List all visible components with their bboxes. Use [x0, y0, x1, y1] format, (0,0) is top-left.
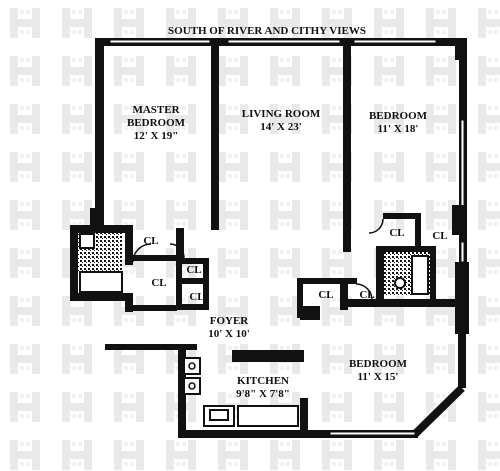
door-swings: [132, 218, 384, 301]
bedroom-east-size: 11' X 18': [378, 123, 419, 135]
foyer-size: 10' X 10': [208, 328, 250, 340]
kitchen-size: 9'8" X 7'8": [236, 388, 290, 400]
master-bedroom-name-line1: MASTER: [132, 104, 180, 116]
bedroom-south-size: 11' X 15': [358, 371, 399, 383]
closet-label: CL: [359, 289, 374, 301]
room-living-room: LIVING ROOM 14' X 23': [242, 108, 321, 133]
closet-label: CL: [432, 230, 447, 242]
closet-labels: CL CL CL CL CL CL CL CL: [143, 227, 447, 303]
closet-label: CL: [143, 235, 158, 247]
views-header: SOUTH OF RIVER AND CITHY VIEWS: [168, 25, 366, 37]
room-kitchen: KITCHEN 9'8" X 7'8": [236, 375, 290, 400]
living-room-name: LIVING ROOM: [242, 108, 321, 120]
closet-label: CL: [389, 227, 404, 239]
bedroom-east-name: BEDROOM: [369, 110, 428, 122]
room-bedroom-east: BEDROOM 11' X 18': [369, 110, 428, 135]
room-bedroom-south: BEDROOM 11' X 15': [349, 358, 408, 383]
bathroom-east: [384, 252, 430, 296]
kitchen-fixtures: [183, 357, 299, 427]
bedroom-south-name: BEDROOM: [349, 358, 408, 370]
master-bedroom-size: 12' X 19": [134, 130, 179, 142]
walls: [70, 38, 469, 438]
master-bedroom-name-line2: BEDROOM: [127, 117, 186, 129]
closet-label: CL: [318, 289, 333, 301]
bathroom-west: [78, 233, 123, 293]
closet-label: CL: [189, 291, 204, 303]
living-room-size: 14' X 23': [260, 121, 302, 133]
closet-label: CL: [151, 277, 166, 289]
room-foyer: FOYER 10' X 10': [208, 315, 250, 340]
kitchen-name: KITCHEN: [237, 375, 289, 387]
closet-label: CL: [186, 264, 201, 276]
room-master-bedroom: MASTER BEDROOM 12' X 19": [127, 104, 186, 142]
foyer-name: FOYER: [210, 315, 250, 327]
